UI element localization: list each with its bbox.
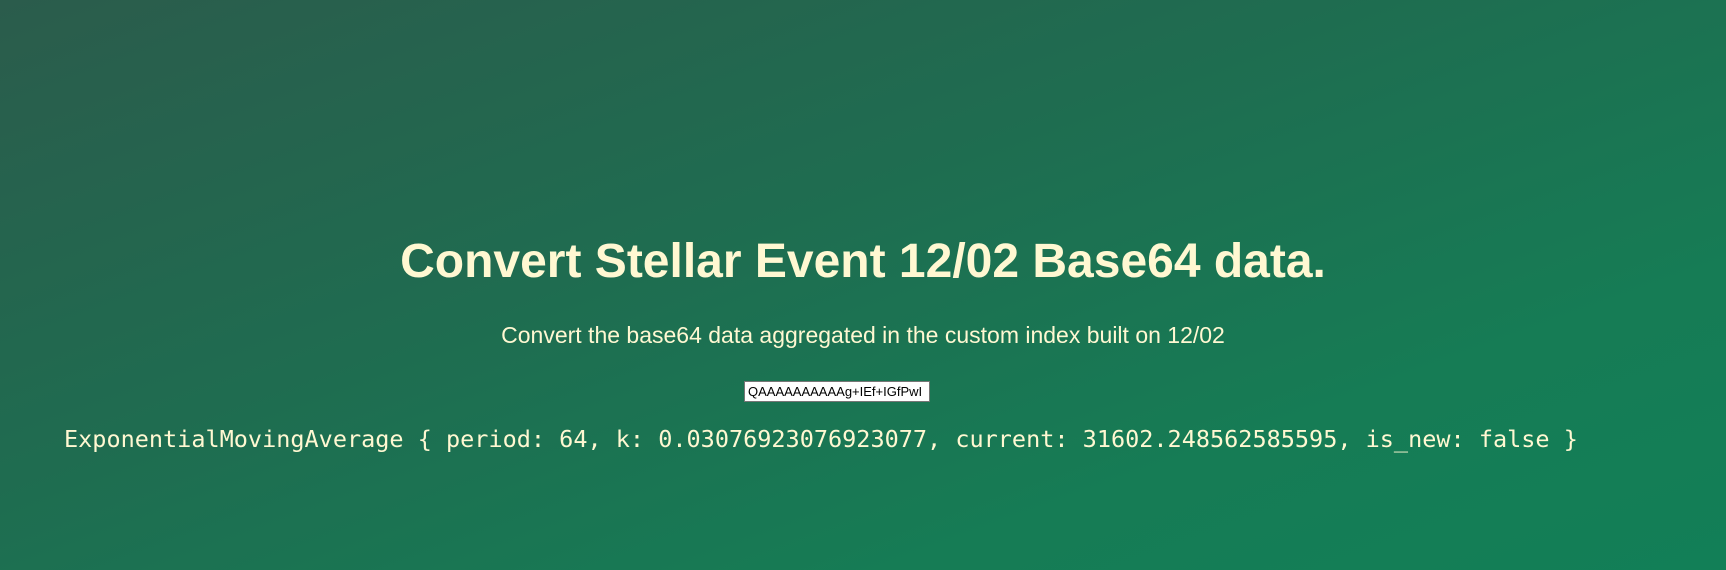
base64-input[interactable] <box>744 381 930 402</box>
decoded-output: ExponentialMovingAverage { period: 64, k… <box>64 425 1578 453</box>
base64-input-container <box>744 381 930 402</box>
page-subtitle: Convert the base64 data aggregated in th… <box>501 322 1225 348</box>
page-title: Convert Stellar Event 12/02 Base64 data. <box>400 235 1326 288</box>
